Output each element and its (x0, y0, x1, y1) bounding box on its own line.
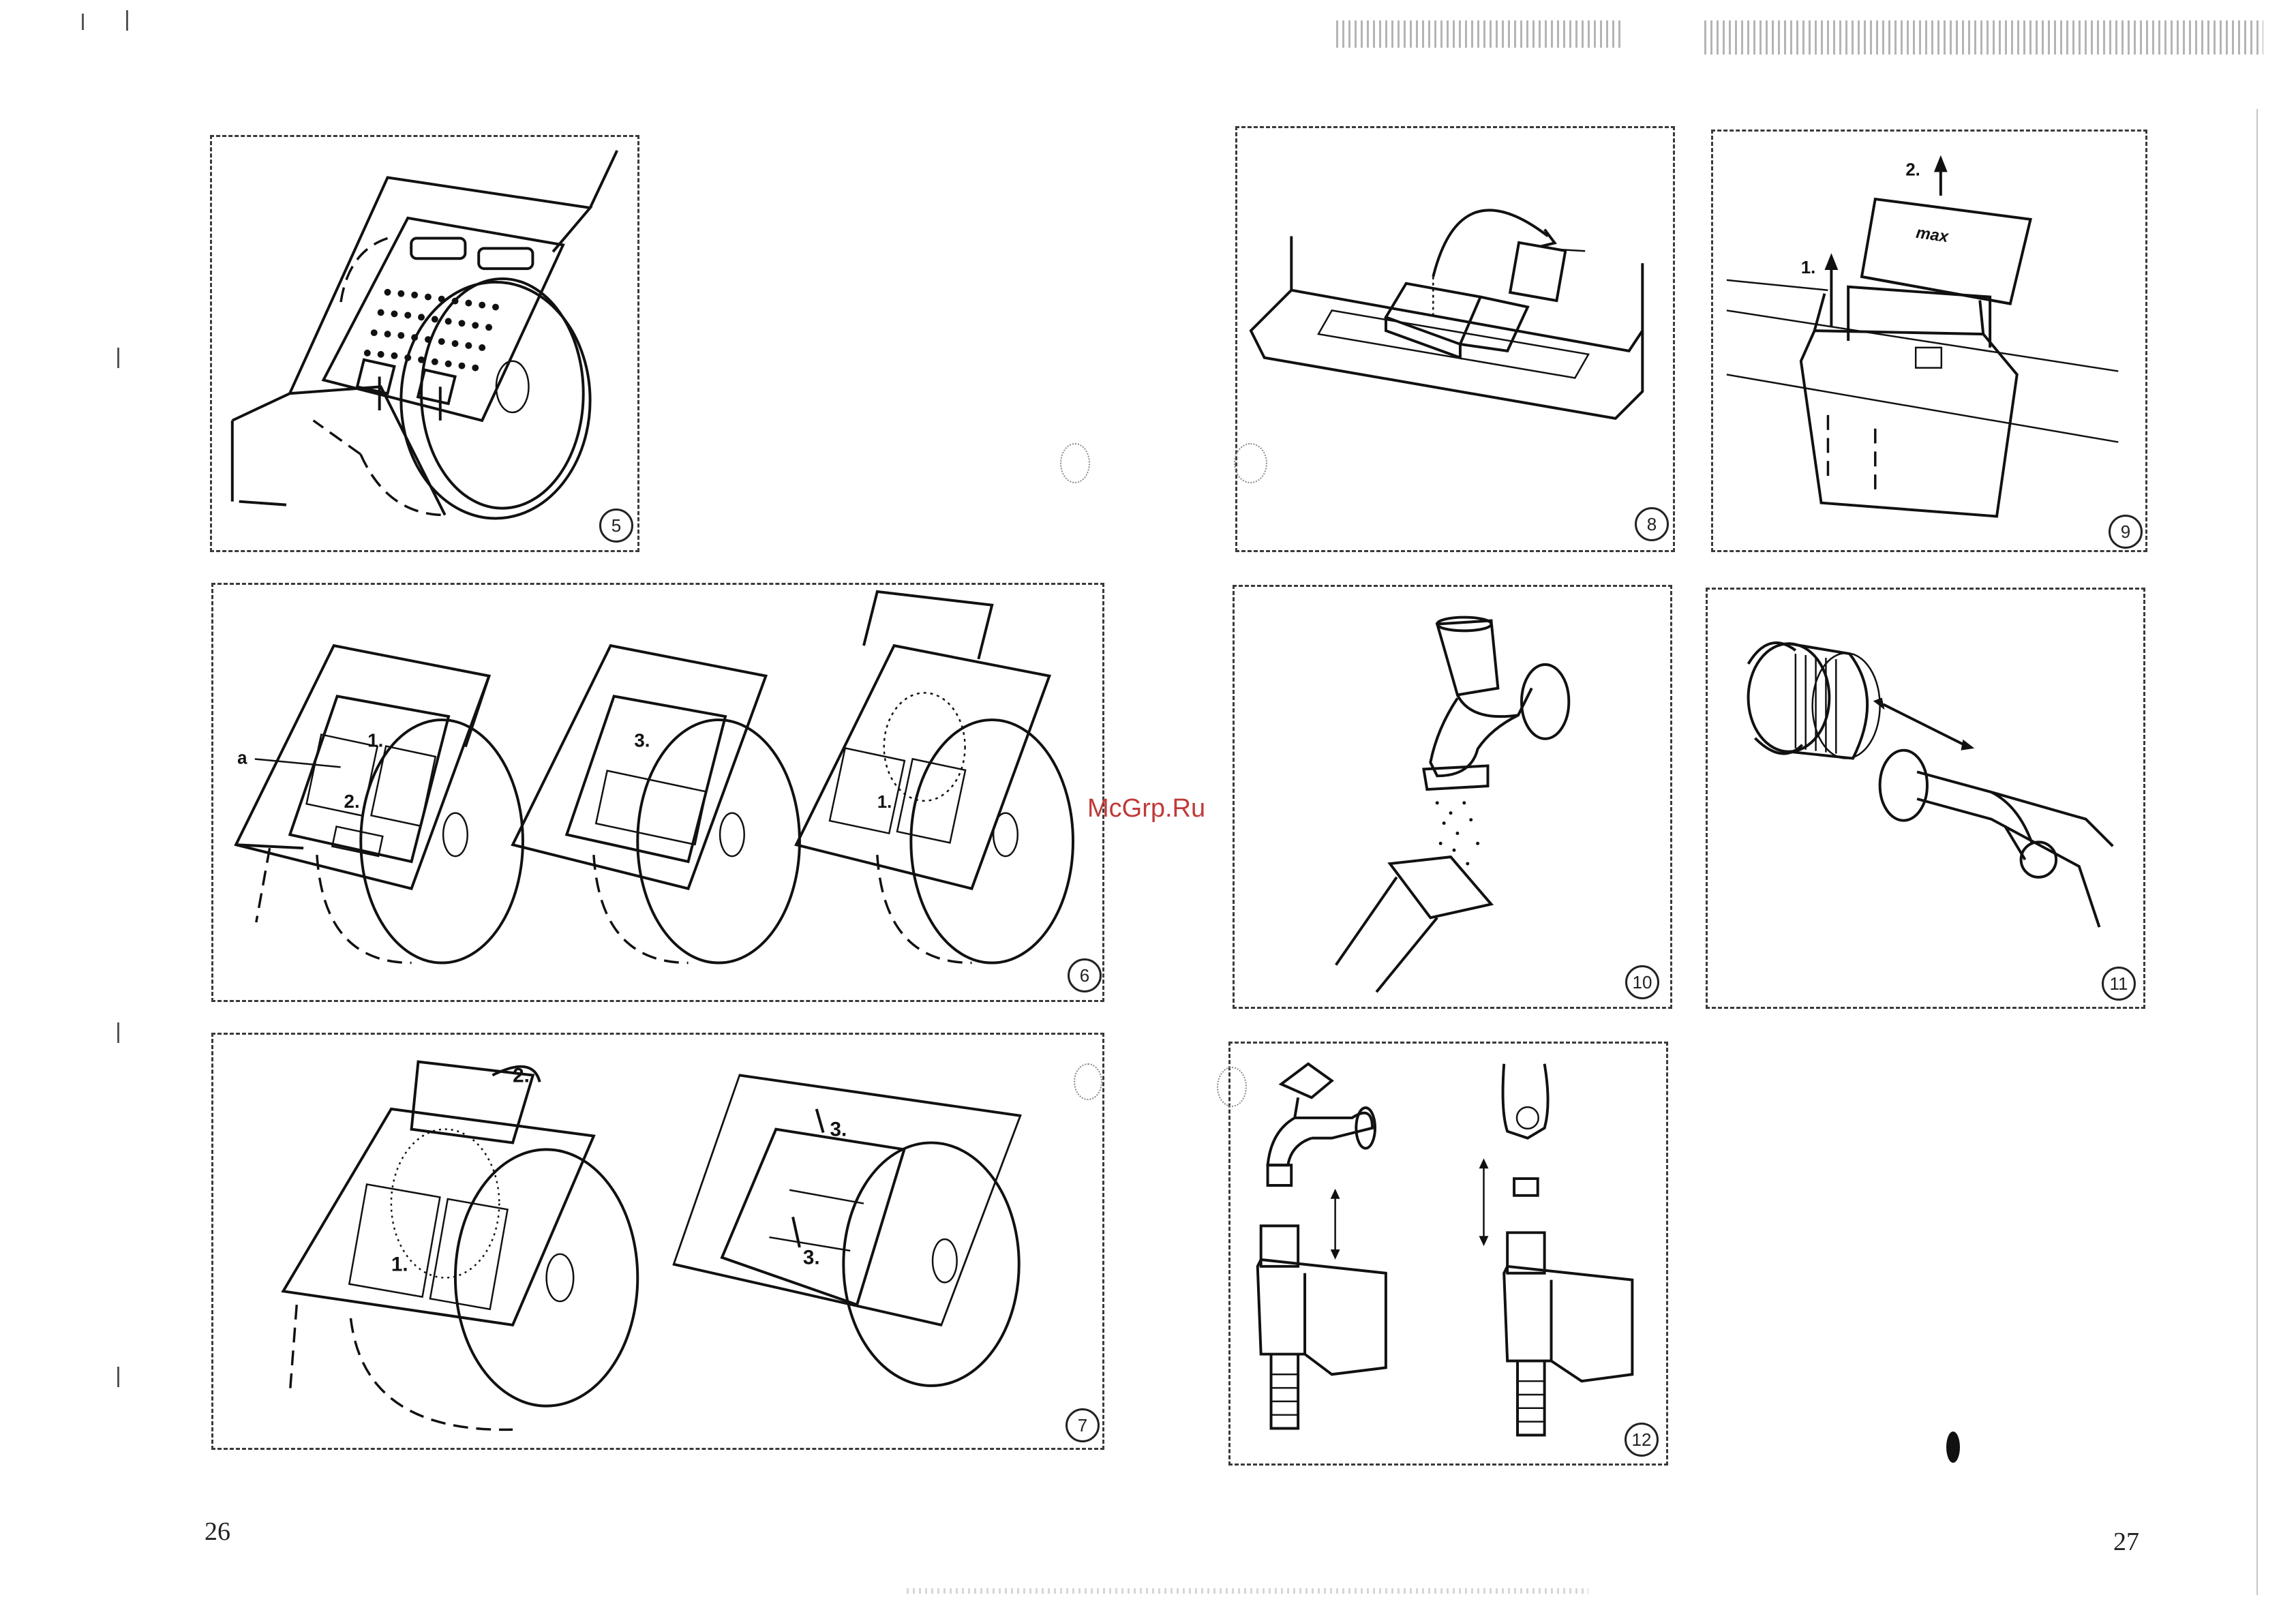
scan-blemish (1234, 443, 1267, 483)
scan-noise-top-2 (1704, 20, 2263, 55)
scan-blemish (1074, 1063, 1102, 1100)
figure-number: 11 (2102, 967, 2136, 1001)
page-number-right: 27 (2113, 1527, 2139, 1557)
margin-tick (117, 1022, 119, 1043)
step-label: 2. (1905, 160, 1920, 179)
figure-12-left (1258, 1064, 1386, 1429)
figure-number: 10 (1625, 965, 1659, 999)
step-label: 3. (803, 1247, 820, 1269)
figure-number: 6 (1068, 958, 1102, 992)
scan-blemish (1217, 1067, 1247, 1107)
figure-11-drawing (1708, 590, 2143, 1007)
figure-7-drawing: 2. 1. 3. 3. (213, 1035, 1102, 1448)
figure-number: 12 (1625, 1423, 1659, 1457)
figure-12-drawing (1230, 1044, 1666, 1463)
figure-10-drawing (1235, 587, 1670, 1007)
figure-8-drawing (1237, 128, 1673, 550)
figure-12-panel: 12 (1228, 1042, 1668, 1466)
figure-6-panel: 1. 2. a 3. (211, 583, 1104, 1002)
lid-marking: max (1915, 224, 1951, 247)
figure-5-drawing (212, 137, 637, 550)
callout-label-a: a (237, 748, 247, 768)
figure-8-panel: 8 (1235, 126, 1675, 552)
figure-6-step-c: 1. (796, 592, 1073, 963)
step-label: 3. (634, 730, 650, 751)
figure-6-step-b: 3. (513, 646, 800, 962)
step-label: 1. (391, 1254, 408, 1276)
figure-number: 9 (2109, 515, 2143, 549)
figure-number: 8 (1635, 507, 1669, 541)
scan-blemish (1060, 443, 1090, 483)
figure-5-panel: 5 (210, 135, 639, 552)
step-label: 3. (830, 1119, 847, 1141)
figure-6-step-a: 1. 2. a (236, 646, 523, 962)
step-label: 2. (344, 791, 360, 812)
margin-tick (2256, 109, 2258, 1595)
figure-12-right (1479, 1064, 1633, 1436)
figure-7-step-a: 2. 1. (283, 1062, 637, 1430)
watermark-text: McGrp.Ru (1087, 794, 1205, 823)
figure-9-panel: 1. 2. max 9 (1711, 130, 2147, 552)
figure-9-drawing: 1. 2. max (1713, 132, 2145, 550)
figure-6-drawing: 1. 2. a 3. (213, 585, 1102, 1000)
figure-7-panel: 2. 1. 3. 3. 7 (211, 1033, 1104, 1450)
margin-tick (82, 14, 84, 30)
page-number-left: 26 (205, 1517, 230, 1547)
step-label: 2. (513, 1064, 530, 1087)
step-label: 1. (367, 730, 383, 751)
ink-dot (1946, 1431, 1960, 1463)
figure-11-panel: 11 (1706, 588, 2145, 1009)
step-label: 1. (1801, 258, 1815, 277)
figure-number: 5 (599, 509, 633, 543)
scan-noise-top-1 (1336, 20, 1622, 48)
figure-7-step-b: 3. 3. (674, 1075, 1020, 1385)
margin-tick (117, 1367, 119, 1387)
margin-tick (126, 10, 128, 31)
step-label: 1. (877, 793, 892, 812)
figure-number: 7 (1066, 1408, 1100, 1442)
scan-noise-bottom (907, 1588, 1588, 1594)
margin-tick (117, 348, 119, 368)
figure-10-panel: 10 (1233, 585, 1672, 1009)
